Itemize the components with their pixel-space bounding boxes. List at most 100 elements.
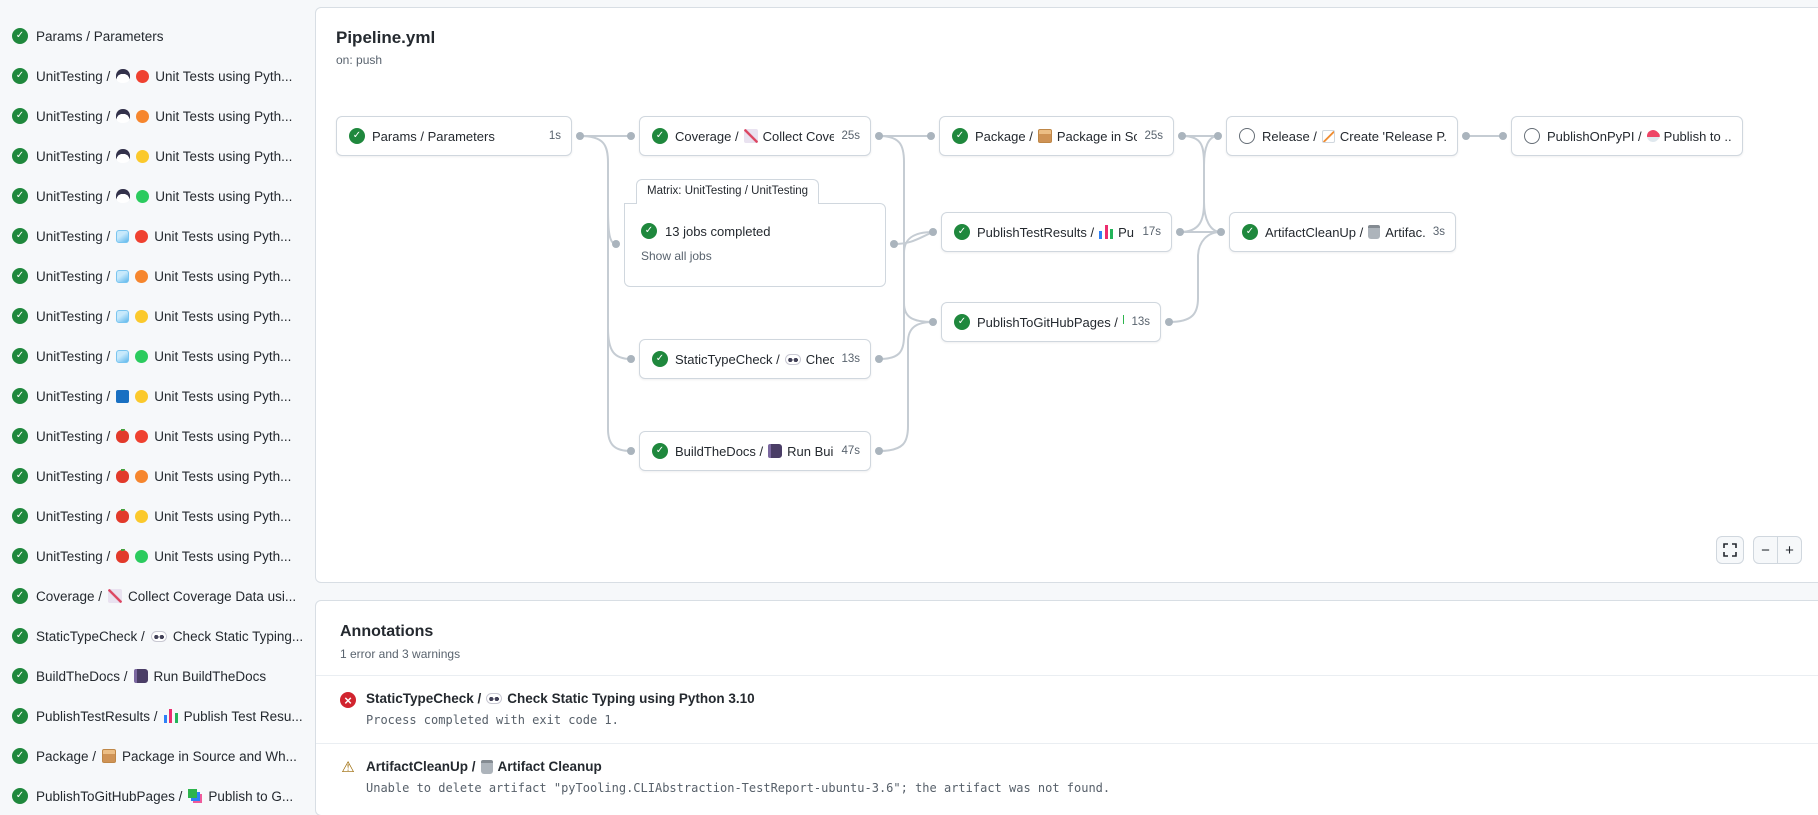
job-label: UnitTesting / Unit Tests using Pyth... xyxy=(36,268,292,284)
job-label: UnitTesting / Unit Tests using Pyth... xyxy=(36,508,292,524)
success-icon xyxy=(349,128,365,144)
success-icon xyxy=(12,508,28,524)
ice-cube-icon xyxy=(116,229,130,243)
circle-green-icon xyxy=(136,189,150,203)
blue-square-icon xyxy=(116,389,130,403)
sidebar-job-item[interactable]: UnitTesting / Unit Tests using Pyth... xyxy=(0,216,308,256)
success-icon xyxy=(12,308,28,324)
eyes-icon xyxy=(486,693,503,704)
fullscreen-icon xyxy=(1723,543,1737,557)
job-node-publishtestresults[interactable]: PublishTestResults / Pu... 17s xyxy=(941,212,1172,252)
jobs-sidebar: Params / Parameters UnitTesting / Unit T… xyxy=(0,0,308,815)
zoom-in-button[interactable]: + xyxy=(1777,536,1802,564)
sidebar-job-item[interactable]: PublishTestResults / Publish Test Resu..… xyxy=(0,696,308,736)
job-label: BuildTheDocs / Run Buil... xyxy=(675,443,834,459)
sidebar-job-item[interactable]: Params / Parameters xyxy=(0,16,308,56)
circle-orange-icon xyxy=(135,269,149,283)
chart-increasing-icon xyxy=(743,129,758,143)
apple-icon xyxy=(116,428,130,443)
sidebar-job-item[interactable]: UnitTesting / Unit Tests using Pyth... xyxy=(0,136,308,176)
sidebar-job-item[interactable]: UnitTesting / Unit Tests using Pyth... xyxy=(0,376,308,416)
wastebasket-icon xyxy=(480,759,493,774)
frames-icon xyxy=(188,789,203,803)
sidebar-job-item[interactable]: Package / Package in Source and Wh... xyxy=(0,736,308,776)
sidebar-job-item[interactable]: UnitTesting / Unit Tests using Pyth... xyxy=(0,536,308,576)
job-node-artifactcleanup[interactable]: ArtifactCleanUp / Artifac... 3s xyxy=(1229,212,1456,252)
package-icon xyxy=(102,749,117,763)
job-label: PublishToGitHubPages / ... xyxy=(977,315,1125,330)
job-label: UnitTesting / Unit Tests using Pyth... xyxy=(36,188,293,204)
zoom-out-button[interactable]: − xyxy=(1753,536,1778,564)
pipeline-edges xyxy=(576,132,1507,455)
sidebar-job-item[interactable]: Coverage / Collect Coverage Data usi... xyxy=(0,576,308,616)
show-all-jobs-link[interactable]: Show all jobs xyxy=(641,249,712,263)
bar-chart-icon xyxy=(163,709,178,723)
circle-green-icon xyxy=(135,349,149,363)
job-label: UnitTesting / Unit Tests using Pyth... xyxy=(36,468,292,484)
job-duration: 17s xyxy=(1142,226,1161,238)
sidebar-job-item[interactable]: UnitTesting / Unit Tests using Pyth... xyxy=(0,496,308,536)
annotation-title[interactable]: StaticTypeCheck / Check Static Typing us… xyxy=(366,691,755,706)
circle-yellow-icon xyxy=(135,309,149,323)
job-node-statictypecheck[interactable]: StaticTypeCheck / Chec... 13s xyxy=(639,339,871,379)
success-icon xyxy=(12,708,28,724)
success-icon xyxy=(641,223,657,239)
sidebar-job-item[interactable]: UnitTesting / Unit Tests using Pyth... xyxy=(0,96,308,136)
success-icon xyxy=(12,548,28,564)
job-node-release[interactable]: Release / Create 'Release P... xyxy=(1226,116,1458,156)
apple-icon xyxy=(116,548,130,563)
annotations-header: Annotations 1 error and 3 warnings xyxy=(316,601,1818,675)
circle-red-icon xyxy=(135,229,149,243)
job-label: StaticTypeCheck / Chec... xyxy=(675,351,835,367)
job-label: UnitTesting / Unit Tests using Pyth... xyxy=(36,388,292,404)
chart-increasing-icon xyxy=(108,589,123,603)
success-icon xyxy=(12,148,28,164)
fullscreen-button[interactable] xyxy=(1716,536,1744,564)
job-node-publishonpypi[interactable]: PublishOnPyPI / Publish to ... xyxy=(1511,116,1743,156)
severity-icon xyxy=(340,760,356,776)
pipeline-graph-panel: Pipeline.yml on: push xyxy=(315,7,1818,583)
job-label: Coverage / Collect Coverage Data usi... xyxy=(36,588,297,604)
sidebar-job-item[interactable]: PublishToGitHubPages / Publish to G... xyxy=(0,776,308,815)
sidebar-job-item[interactable]: UnitTesting / Unit Tests using Pyth... xyxy=(0,56,308,96)
sidebar-job-item[interactable]: UnitTesting / Unit Tests using Pyth... xyxy=(0,176,308,216)
job-node-buildthedocs[interactable]: BuildTheDocs / Run Buil... 47s xyxy=(639,431,871,471)
memo-icon xyxy=(1321,129,1335,143)
job-node-coverage[interactable]: Coverage / Collect Cove... 25s xyxy=(639,116,871,156)
circle-yellow-icon xyxy=(136,149,150,163)
annotations-heading: Annotations xyxy=(340,623,434,640)
sidebar-job-item[interactable]: UnitTesting / Unit Tests using Pyth... xyxy=(0,416,308,456)
sidebar-job-item[interactable]: UnitTesting / Unit Tests using Pyth... xyxy=(0,336,308,376)
sidebar-job-item[interactable]: StaticTypeCheck / Check Static Typing... xyxy=(0,616,308,656)
job-label: UnitTesting / Unit Tests using Pyth... xyxy=(36,108,293,124)
job-label: UnitTesting / Unit Tests using Pyth... xyxy=(36,428,292,444)
matrix-group-label: Matrix: UnitTesting / UnitTesting xyxy=(636,179,820,204)
circle-yellow-icon xyxy=(135,389,149,403)
penguin-icon xyxy=(116,149,131,163)
job-node-params[interactable]: Params / Parameters 1s xyxy=(336,116,572,156)
sidebar-job-item[interactable]: UnitTesting / Unit Tests using Pyth... xyxy=(0,256,308,296)
job-label: UnitTesting / Unit Tests using Pyth... xyxy=(36,148,293,164)
eyes-icon xyxy=(150,630,167,642)
job-node-publishtogithubpages[interactable]: PublishToGitHubPages / ... 13s xyxy=(941,302,1161,342)
success-icon xyxy=(12,788,28,804)
apple-icon xyxy=(116,468,130,483)
sidebar-job-item[interactable]: UnitTesting / Unit Tests using Pyth... xyxy=(0,296,308,336)
matrix-status: 13 jobs completed xyxy=(641,222,869,240)
sidebar-job-item[interactable]: UnitTesting / Unit Tests using Pyth... xyxy=(0,456,308,496)
workflow-trigger: on: push xyxy=(336,53,383,67)
success-icon xyxy=(652,128,668,144)
job-label: PublishToGitHubPages / Publish to G... xyxy=(36,788,294,804)
circle-yellow-icon xyxy=(135,509,149,523)
job-label: Params / Parameters xyxy=(36,28,164,44)
skipped-icon xyxy=(1524,128,1540,144)
success-icon xyxy=(12,668,28,684)
job-label: UnitTesting / Unit Tests using Pyth... xyxy=(36,228,292,244)
success-icon xyxy=(954,314,970,330)
severity-icon xyxy=(340,692,356,708)
annotation-row: ArtifactCleanUp / Artifact Cleanup Unabl… xyxy=(316,743,1818,811)
annotation-title[interactable]: ArtifactCleanUp / Artifact Cleanup xyxy=(366,759,602,774)
job-node-package[interactable]: Package / Package in So... 25s xyxy=(939,116,1174,156)
sidebar-job-item[interactable]: BuildTheDocs / Run BuildTheDocs xyxy=(0,656,308,696)
